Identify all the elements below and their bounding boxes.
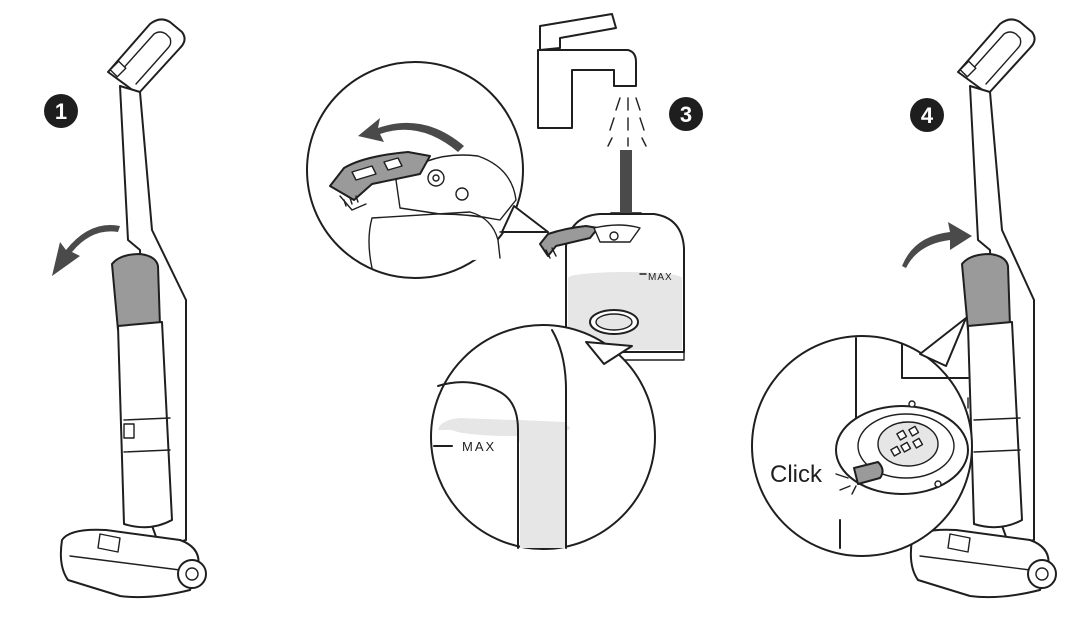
step-1-illustration: 1 — [44, 19, 206, 597]
zoom-circle-click: Click — [752, 318, 972, 556]
step-number-1: 1 — [55, 99, 67, 124]
water-stream — [608, 98, 646, 146]
step-number-3: 3 — [680, 102, 692, 127]
faucet-icon — [538, 14, 636, 128]
max-fill-label-zoom: MAX — [462, 439, 496, 454]
step-badge-1: 1 — [44, 94, 78, 128]
max-fill-label: MAX — [648, 272, 673, 283]
zoom-circle-top-cover — [307, 62, 548, 278]
rotate-right-arrow-icon — [902, 222, 972, 268]
step-badge-4: 4 — [910, 98, 944, 132]
step-2-illustration: 2 — [307, 62, 548, 278]
zoom-circle-max-level: MAX — [431, 325, 655, 549]
step-4-illustration: 4 — [752, 19, 1056, 597]
click-label: Click — [770, 461, 823, 488]
step-number-4: 4 — [921, 103, 934, 128]
step-badge-3: 3 — [669, 97, 703, 131]
rotate-left-arrow-icon — [52, 225, 120, 276]
